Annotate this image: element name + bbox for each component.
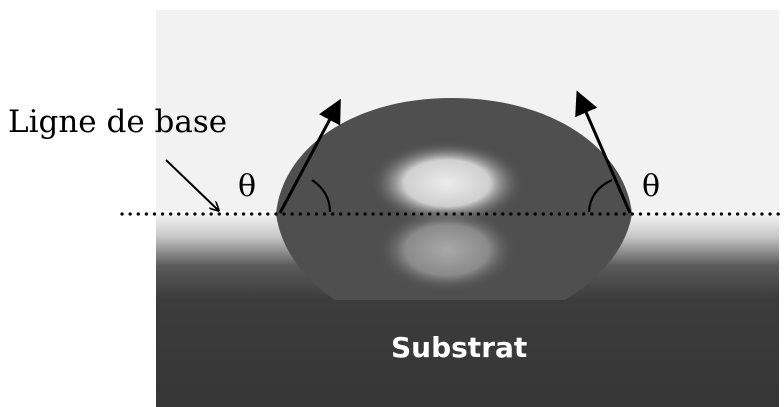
baseline-pointer-arrow (165, 159, 218, 210)
substrate-label: Substrat (391, 331, 528, 364)
drop-highlight-upper (369, 141, 525, 225)
left-tangent-arrow (278, 98, 341, 214)
right-angle-arc (587, 178, 613, 213)
right-contact-angle-label: θ (642, 169, 661, 204)
baseline-label: Ligne de base (8, 104, 228, 140)
left-angle-arc (311, 179, 332, 213)
left-contact-angle-label: θ (238, 169, 257, 204)
drop-highlight-lower (377, 208, 517, 292)
right-tangent-arrow (575, 90, 632, 214)
